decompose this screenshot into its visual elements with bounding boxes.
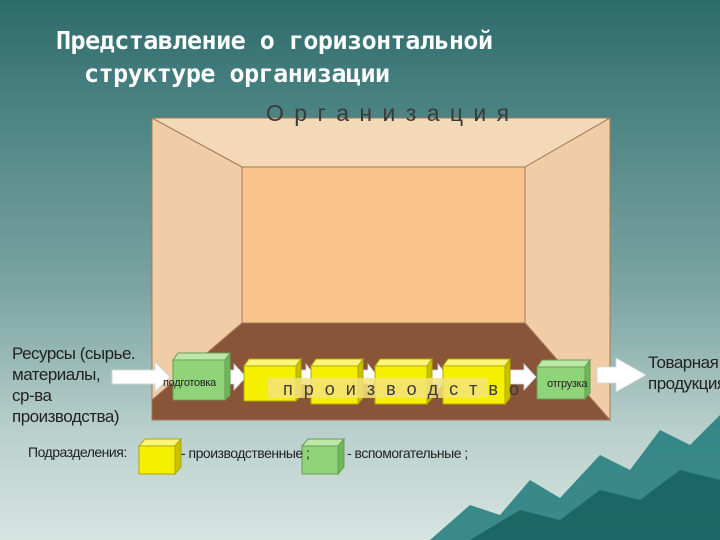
input-line-2: материалы, <box>12 365 101 384</box>
prep-box <box>172 351 231 402</box>
mountain-shadow <box>470 470 720 540</box>
legend-title: Подразделения: <box>28 444 127 460</box>
input-line-3: ср-ва производства) <box>12 386 120 426</box>
title-line-1: Представление о горизонтальной <box>56 26 493 55</box>
legend-auxiliary-swatch <box>300 437 346 476</box>
output-products-label: Товарная продукция <box>648 352 720 394</box>
back-wall <box>241 166 526 324</box>
shipping-box <box>536 358 591 401</box>
organization-label: О р г а н и з а ц и я <box>266 100 512 126</box>
production-label-band <box>268 378 488 398</box>
input-resources-label: Ресурсы (сырье. материалы, ср-ва произво… <box>12 343 162 427</box>
shipping-label: отгрузка <box>547 378 588 390</box>
input-arrow <box>111 360 171 394</box>
arrow-5 <box>507 362 537 392</box>
legend-production-label: - производственные ; <box>181 445 310 461</box>
legend-auxiliary-label: - вспомогательные ; <box>347 445 468 461</box>
output-line-2: продукция <box>648 374 720 393</box>
input-line-1: Ресурсы (сырье. <box>12 344 136 363</box>
production-label: п р о и з в о д с т в о <box>283 379 522 399</box>
legend-production-swatch <box>137 437 183 476</box>
output-line-1: Товарная <box>648 353 719 372</box>
title-line-2: структуре организации <box>84 59 390 88</box>
slide-title: Представление о горизонтальной структуре… <box>56 24 656 90</box>
output-arrow <box>596 357 647 393</box>
prep-label: подготовка <box>163 377 216 389</box>
